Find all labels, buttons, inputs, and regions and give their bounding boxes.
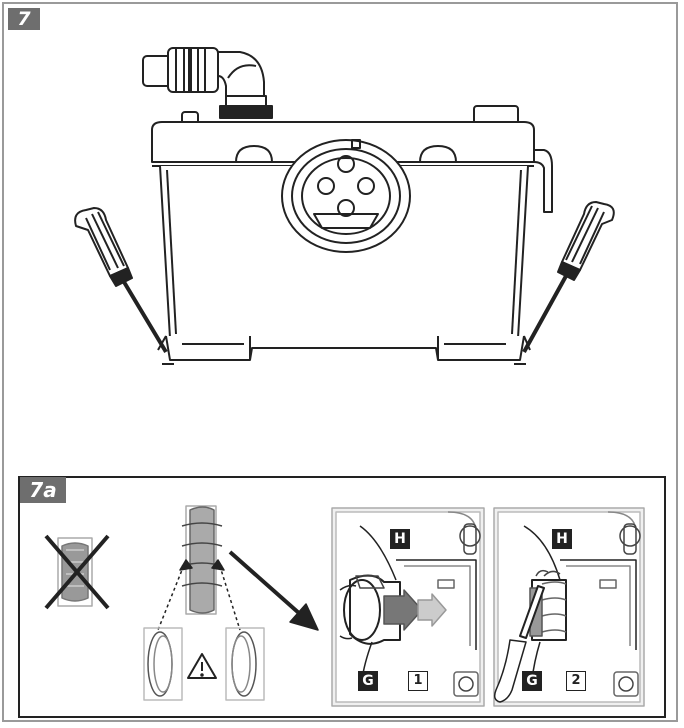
label-h-step-2: H (552, 529, 572, 549)
label-step-2: 2 (566, 671, 586, 691)
screwdriver-left (74, 207, 168, 354)
pump-illustration (74, 47, 615, 365)
warning-triangle-icon (187, 653, 217, 679)
detail-frame (18, 476, 666, 718)
figure-badge-7: 7 (8, 8, 40, 30)
panel-step-1 (331, 507, 485, 707)
pointer-arrow (228, 550, 302, 616)
motor-cover (281, 139, 411, 253)
label-h-step-1: H (390, 529, 410, 549)
label-g-step-2: G (522, 671, 542, 691)
seal-wrong (44, 534, 110, 610)
pump-base (165, 335, 525, 361)
label-g-step-1: G (358, 671, 378, 691)
label-step-1: 1 (408, 671, 428, 691)
outlet-elbow (142, 47, 273, 119)
cross-icon (44, 534, 110, 610)
seal-correct (143, 505, 265, 701)
figure-badge-7a: 7a (20, 477, 66, 503)
figure-frame (2, 2, 678, 722)
screwdriver-right (522, 201, 615, 353)
